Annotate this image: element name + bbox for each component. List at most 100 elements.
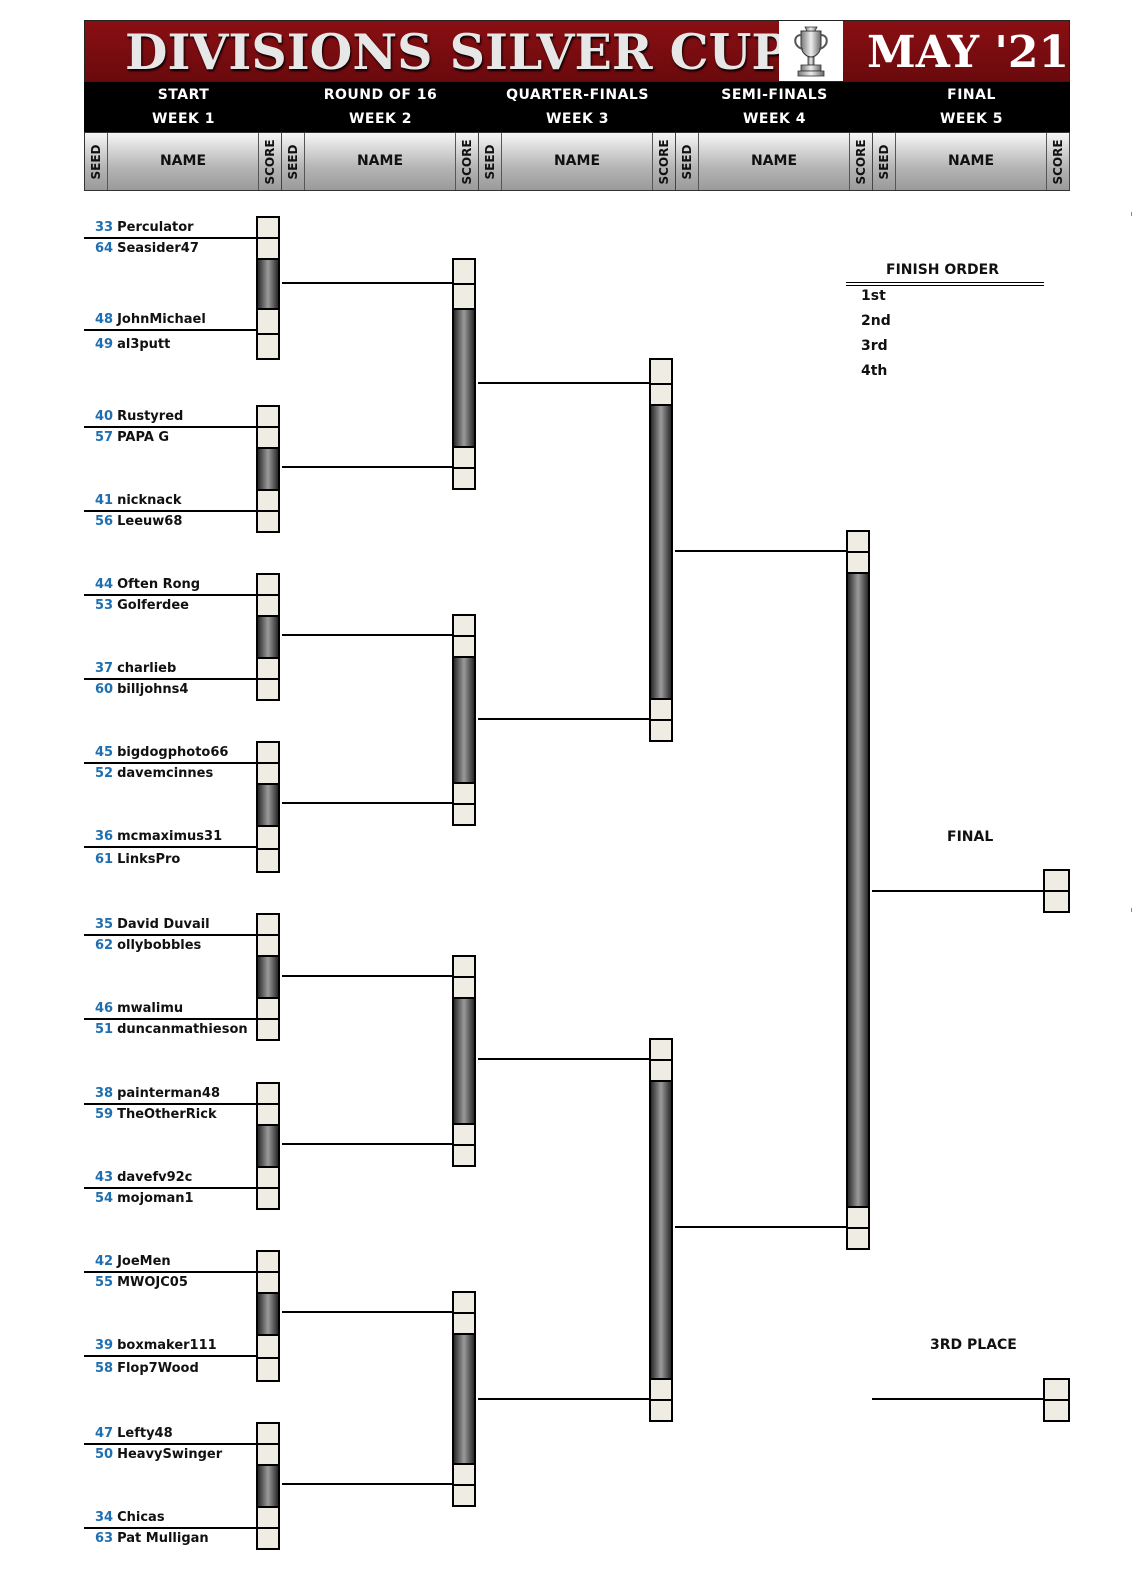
score-box[interactable] [256,1506,280,1529]
score-box[interactable] [846,530,870,553]
team-seed: 41 [95,493,114,508]
score-box[interactable] [649,358,673,385]
team-name: ollybobbles [117,938,202,953]
team-name: Rustyred [117,409,184,424]
score-box[interactable] [256,657,280,680]
score-box[interactable] [452,1463,476,1486]
team-seed: 63 [95,1531,114,1546]
score-box[interactable] [649,1399,673,1422]
score-box[interactable] [649,383,673,406]
team-seed: 55 [95,1275,114,1290]
score-column-header: SCORE [652,133,675,190]
score-box[interactable] [452,1123,476,1146]
score-box[interactable] [256,1527,280,1550]
score-box[interactable] [256,1334,280,1359]
score-box[interactable] [452,258,476,285]
team-name: nicknack [117,493,182,508]
bracket-line [282,802,454,804]
score-column-header: SCORE [849,133,872,190]
score-box[interactable] [846,1227,870,1250]
score-box[interactable] [452,283,476,310]
score-box[interactable] [256,308,280,335]
score-box[interactable] [256,913,280,936]
score-box[interactable] [256,216,280,239]
team-name: JoeMen [117,1254,171,1269]
team-name: HeavySwinger [117,1447,223,1462]
match-connector-bar [256,1124,280,1168]
score-box[interactable] [846,551,870,574]
score-box[interactable] [256,1187,280,1210]
score-box[interactable] [452,635,476,658]
score-box[interactable] [452,1312,476,1335]
score-box[interactable] [256,426,280,449]
score-box[interactable] [452,446,476,469]
score-box[interactable] [452,1484,476,1507]
score-box[interactable] [256,405,280,428]
score-box[interactable] [452,467,476,490]
score-box[interactable] [452,782,476,805]
team-seed: 46 [95,1001,114,1016]
score-box[interactable] [256,825,280,850]
team-seed: 34 [95,1510,114,1525]
final-bracket-line [872,890,1044,892]
team-name: davemcinnes [117,766,214,781]
score-box[interactable] [846,1206,870,1229]
bracket-line [282,282,454,284]
score-box[interactable] [256,1443,280,1466]
team-seed: 54 [95,1191,114,1206]
score-box[interactable] [256,1082,280,1105]
score-box[interactable] [452,614,476,637]
score-box[interactable] [649,1038,673,1061]
team-seed: 57 [95,430,114,445]
score-box[interactable] [256,934,280,957]
match-connector-bar [256,258,280,310]
score-box[interactable] [452,1144,476,1167]
score-column-header: SCORE [455,133,478,190]
score-box[interactable] [256,762,280,785]
score-box[interactable] [256,997,280,1020]
score-box[interactable] [256,1250,280,1273]
score-box[interactable] [256,510,280,533]
final-score-box[interactable] [1043,890,1070,913]
score-box[interactable] [256,1103,280,1126]
score-box[interactable] [256,237,280,260]
score-box[interactable] [256,1271,280,1294]
score-box[interactable] [452,955,476,978]
score-box[interactable] [649,1378,673,1401]
score-box[interactable] [256,741,280,764]
seed-header-text: SEED [483,144,497,179]
team-seed: 58 [95,1361,114,1376]
score-box[interactable] [649,719,673,742]
score-box[interactable] [649,1059,673,1082]
score-box[interactable] [256,1357,280,1382]
seed-header-text: SEED [680,144,694,179]
score-box[interactable] [256,1166,280,1189]
score-box[interactable] [256,678,280,701]
third-place-score-box[interactable] [1043,1378,1070,1401]
score-box[interactable] [452,803,476,826]
bracket-line [478,382,651,384]
name-column-header: NAME [553,153,601,169]
score-box[interactable] [256,489,280,512]
team-seed: 64 [95,241,114,256]
score-box[interactable] [256,1018,280,1041]
score-box[interactable] [256,594,280,617]
final-score-box[interactable] [1043,869,1070,892]
score-box[interactable] [649,698,673,721]
score-box[interactable] [256,1422,280,1445]
score-box[interactable] [256,848,280,873]
score-box[interactable] [256,333,280,360]
final-label: FINAL [947,829,994,845]
team-name: bigdogphoto66 [117,745,229,760]
score-box[interactable] [256,573,280,596]
score-box[interactable] [452,976,476,999]
third-place-score-box[interactable] [1043,1399,1070,1422]
score-box[interactable] [452,1291,476,1314]
